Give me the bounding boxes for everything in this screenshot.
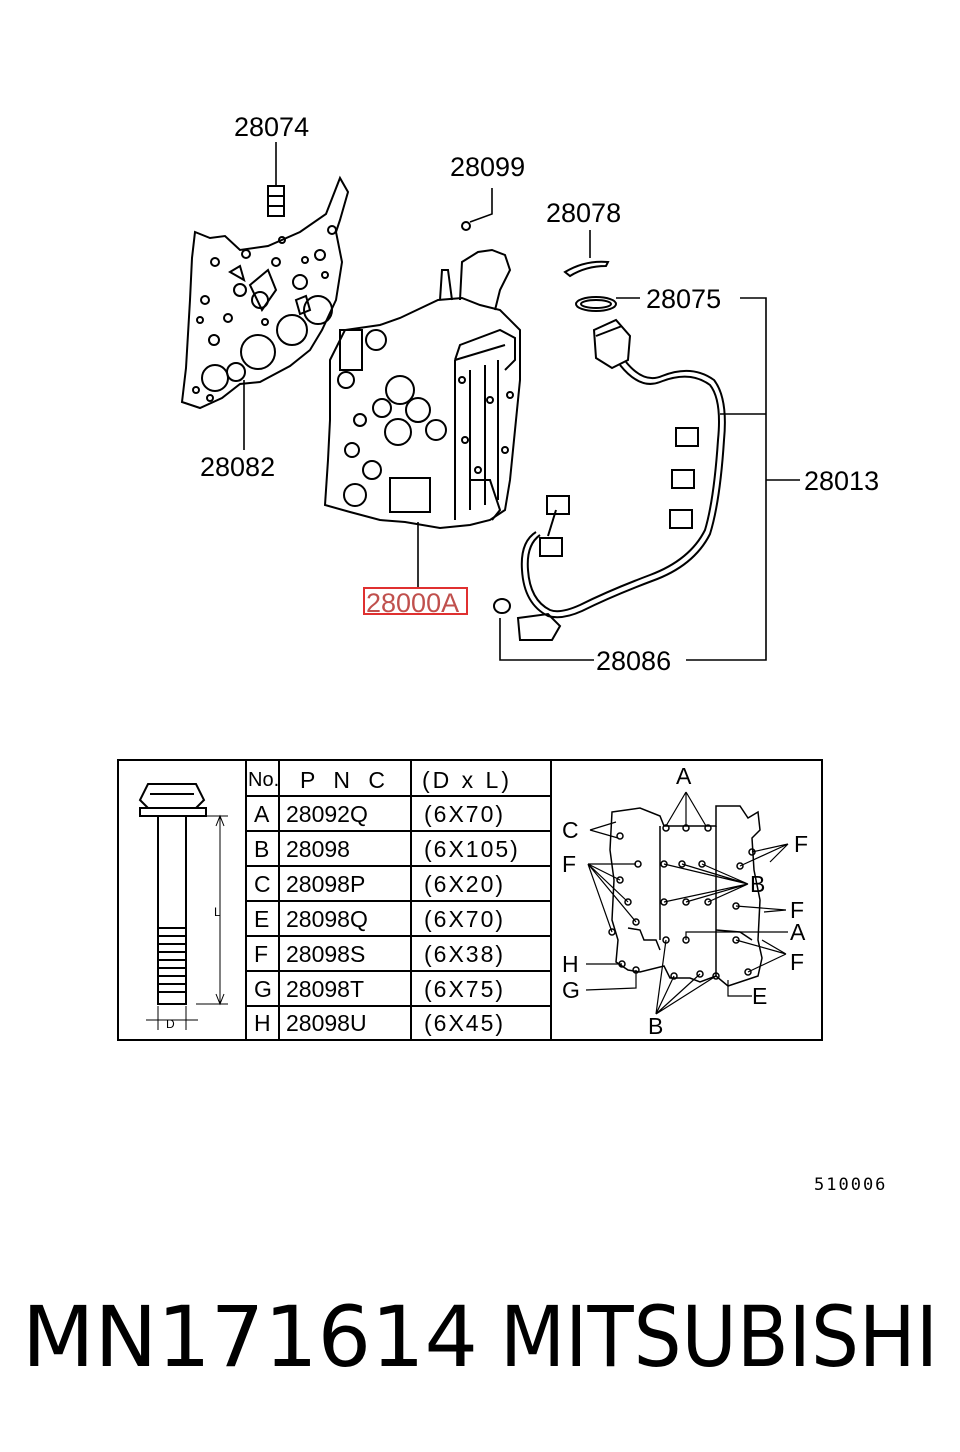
- wire-harness: [516, 318, 726, 641]
- layout-letter-f: F: [790, 949, 804, 975]
- layout-letter-f: F: [790, 897, 804, 923]
- row-size: (6X70): [424, 801, 505, 827]
- bolt-table: [117, 759, 823, 1041]
- label-28000a[interactable]: 28000A: [366, 588, 459, 618]
- label-28013: 28013: [804, 466, 879, 496]
- table-row: B 28098 (6X105): [254, 836, 520, 862]
- row-size: (6X20): [424, 871, 505, 897]
- row-pnc: 28098T: [286, 976, 364, 1002]
- gasket-connector: [267, 185, 285, 217]
- table-row: G 28098T (6X75): [254, 976, 505, 1002]
- row-pnc: 28098U: [286, 1010, 367, 1036]
- bolt-length-label: L: [214, 905, 221, 919]
- row-pnc: 28098P: [286, 871, 365, 897]
- row-size: (6X105): [424, 836, 520, 862]
- label-28086: 28086: [596, 646, 671, 676]
- row-no: B: [254, 836, 269, 862]
- layout-letter-b: B: [750, 871, 765, 897]
- label-28082: 28082: [200, 452, 275, 482]
- layout-letter-g: G: [562, 977, 580, 1003]
- row-size: (6X45): [424, 1010, 505, 1036]
- row-size: (6X75): [424, 976, 505, 1002]
- row-pnc: 28098S: [286, 941, 365, 967]
- row-no: F: [254, 941, 268, 967]
- row-pnc: 28098Q: [286, 906, 368, 932]
- row-no: E: [254, 906, 269, 932]
- bolt-layout-leaders: [585, 791, 789, 1015]
- leader-lines: [243, 142, 800, 661]
- highlight-box: [363, 587, 468, 615]
- bolt-layout-map: [608, 805, 763, 987]
- brand-name: MITSUBISHI: [500, 1288, 938, 1386]
- label-28074: 28074: [234, 112, 309, 142]
- layout-letter-b: B: [648, 1013, 663, 1039]
- table-row: C 28098P (6X20): [254, 871, 505, 897]
- layout-letter-a: A: [790, 919, 806, 945]
- label-28078: 28078: [546, 198, 621, 228]
- layout-letter-c: C: [562, 817, 579, 843]
- plug-part: [461, 221, 471, 231]
- row-pnc: 28092Q: [286, 801, 368, 827]
- layout-letter-a: A: [676, 763, 692, 789]
- header-pnc: P N C: [300, 767, 391, 793]
- illustration-code: 510006: [814, 1175, 887, 1195]
- row-no: A: [254, 801, 270, 827]
- row-size: (6X38): [424, 941, 505, 967]
- label-28075: 28075: [646, 284, 721, 314]
- row-size: (6X70): [424, 906, 505, 932]
- layout-letter-e: E: [752, 983, 767, 1009]
- layout-letter-f: F: [794, 831, 808, 857]
- o-ring-part: [575, 296, 617, 312]
- header-size: (D x L): [422, 767, 512, 793]
- bolt-diameter-label: D: [166, 1017, 175, 1031]
- row-no: C: [254, 871, 271, 897]
- row-pnc: 28098: [286, 836, 350, 862]
- part-number: MN171614: [22, 1288, 478, 1386]
- table-row: A 28092Q (6X70): [254, 801, 505, 827]
- valve-body-assembly: [323, 248, 521, 530]
- small-o-ring: [493, 598, 511, 614]
- table-row: E 28098Q (6X70): [254, 906, 505, 932]
- header-no: No.: [248, 769, 279, 791]
- row-no: G: [254, 976, 272, 1002]
- retainer-clip: [563, 260, 610, 278]
- separator-gasket-plate: [180, 175, 350, 410]
- exploded-view: [180, 142, 800, 661]
- layout-letter-h: H: [562, 951, 579, 977]
- bolt-illustration: [138, 783, 228, 1030]
- label-28099: 28099: [450, 152, 525, 182]
- layout-letter-f: F: [562, 851, 576, 877]
- table-row: H 28098U (6X45): [254, 1010, 505, 1036]
- row-no: H: [254, 1010, 271, 1036]
- table-row: F 28098S (6X38): [254, 941, 505, 967]
